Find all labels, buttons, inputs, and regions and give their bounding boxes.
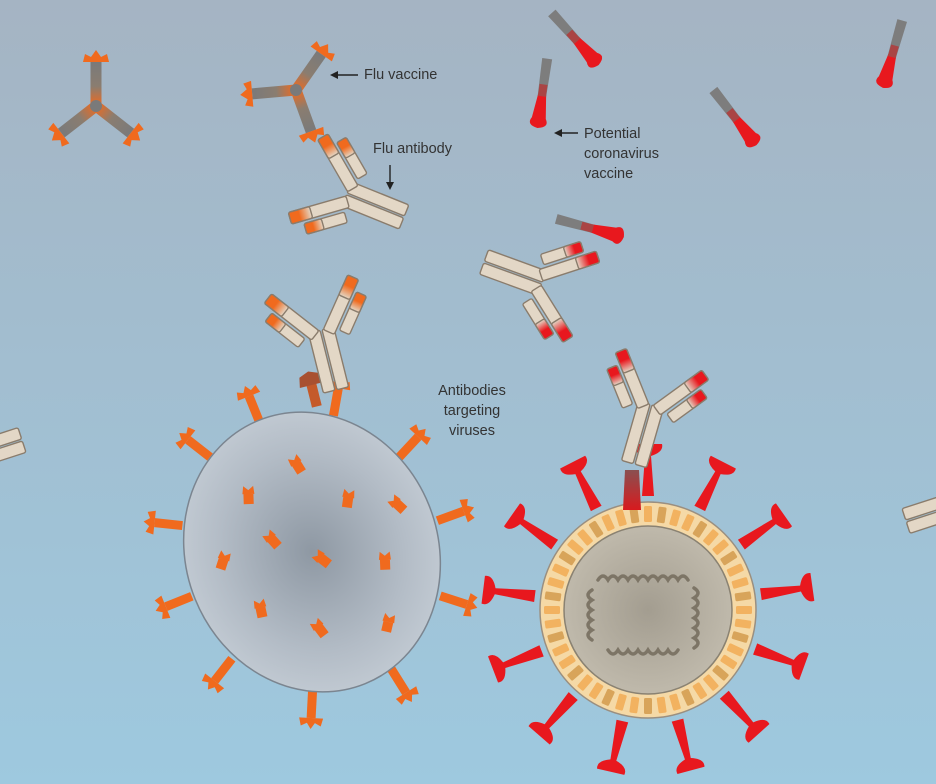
corona-vaccine-peptide-bound — [554, 210, 627, 246]
membrane-segment — [703, 674, 719, 691]
membrane-segment — [720, 550, 738, 566]
membrane-segment — [629, 696, 640, 714]
antibodies-targeting-label-line-3: viruses — [449, 423, 495, 439]
membrane-segment — [681, 514, 695, 532]
membrane-segment — [588, 520, 604, 538]
flu-vaccine-label: Flu vaccine — [364, 67, 438, 83]
membrane-segment — [712, 665, 729, 681]
membrane-segment — [692, 682, 708, 700]
corona-vaccine-peptide — [706, 84, 764, 151]
membrane-segment — [547, 577, 565, 589]
membrane-segment — [558, 550, 576, 566]
antibodies-targeting-label-line-1: Antibodies — [438, 383, 506, 399]
membrane-segment — [544, 591, 562, 602]
corona-vaccine-peptide — [529, 57, 556, 130]
membrane-segment — [547, 631, 565, 643]
membrane-segment — [712, 539, 729, 555]
membrane-segment — [720, 654, 738, 670]
membrane-segment — [567, 665, 584, 681]
corona-antibody-free — [886, 429, 936, 579]
coronavirus-vaccine-label-line-3: vaccine — [584, 166, 634, 182]
membrane-segment — [692, 520, 708, 538]
membrane-segment — [644, 506, 652, 522]
flu-vaccine-labeled — [239, 36, 339, 148]
membrane-segment — [601, 514, 615, 532]
flu-virus — [142, 375, 482, 730]
membrane-segment — [577, 529, 593, 546]
membrane-segment — [669, 693, 681, 711]
membrane-segment — [544, 606, 560, 614]
membrane-segment — [601, 688, 615, 706]
membrane-segment — [726, 643, 744, 657]
membrane-segment — [681, 688, 695, 706]
flu-antibody-label: Flu antibody — [373, 141, 452, 157]
membrane-segment — [656, 506, 667, 524]
flu-antibody-on-virus — [251, 269, 395, 406]
membrane-segment — [629, 506, 640, 524]
membrane-segment — [552, 643, 570, 657]
membrane-segment — [736, 606, 752, 614]
corona-vaccine-peptide — [545, 7, 605, 71]
flu-antibody-bound — [299, 371, 324, 408]
membrane-segment — [734, 591, 752, 602]
membrane-segment — [577, 674, 593, 691]
membrane-segment — [567, 539, 584, 555]
membrane-segment — [669, 509, 681, 527]
membrane-segment — [656, 696, 667, 714]
flu-antibody-free — [0, 382, 42, 532]
antibodies-targeting-label: Antibodies targeting viruses — [426, 381, 518, 441]
flu-vaccine-left — [43, 50, 149, 151]
membrane-segment — [734, 618, 752, 629]
membrane-segment — [552, 563, 570, 577]
membrane-segment — [726, 563, 744, 577]
membrane-segment — [588, 682, 604, 700]
membrane-segment — [731, 631, 749, 643]
corona-vaccine-peptide — [874, 18, 911, 91]
membrane-segment — [644, 698, 652, 714]
coronavirus-vaccine-label-line-1: Potential — [584, 126, 641, 142]
membrane-segment — [731, 577, 749, 589]
corona-spike-stalk-bound — [623, 470, 641, 510]
membrane-segment — [615, 693, 627, 711]
antibodies-targeting-label-line-2: targeting — [443, 403, 501, 419]
label-arrows — [330, 71, 578, 190]
coronavirus-vaccine-label-line-2: coronavirus — [584, 146, 659, 162]
coronavirus-vaccine-label: Potential coronavirus vaccine — [584, 124, 659, 184]
membrane-segment — [558, 654, 576, 670]
membrane-segment — [615, 509, 627, 527]
corona-antibody-on-virus — [575, 342, 723, 482]
membrane-segment — [703, 529, 719, 546]
coronavirus — [481, 444, 815, 775]
membrane-segment — [544, 618, 562, 629]
